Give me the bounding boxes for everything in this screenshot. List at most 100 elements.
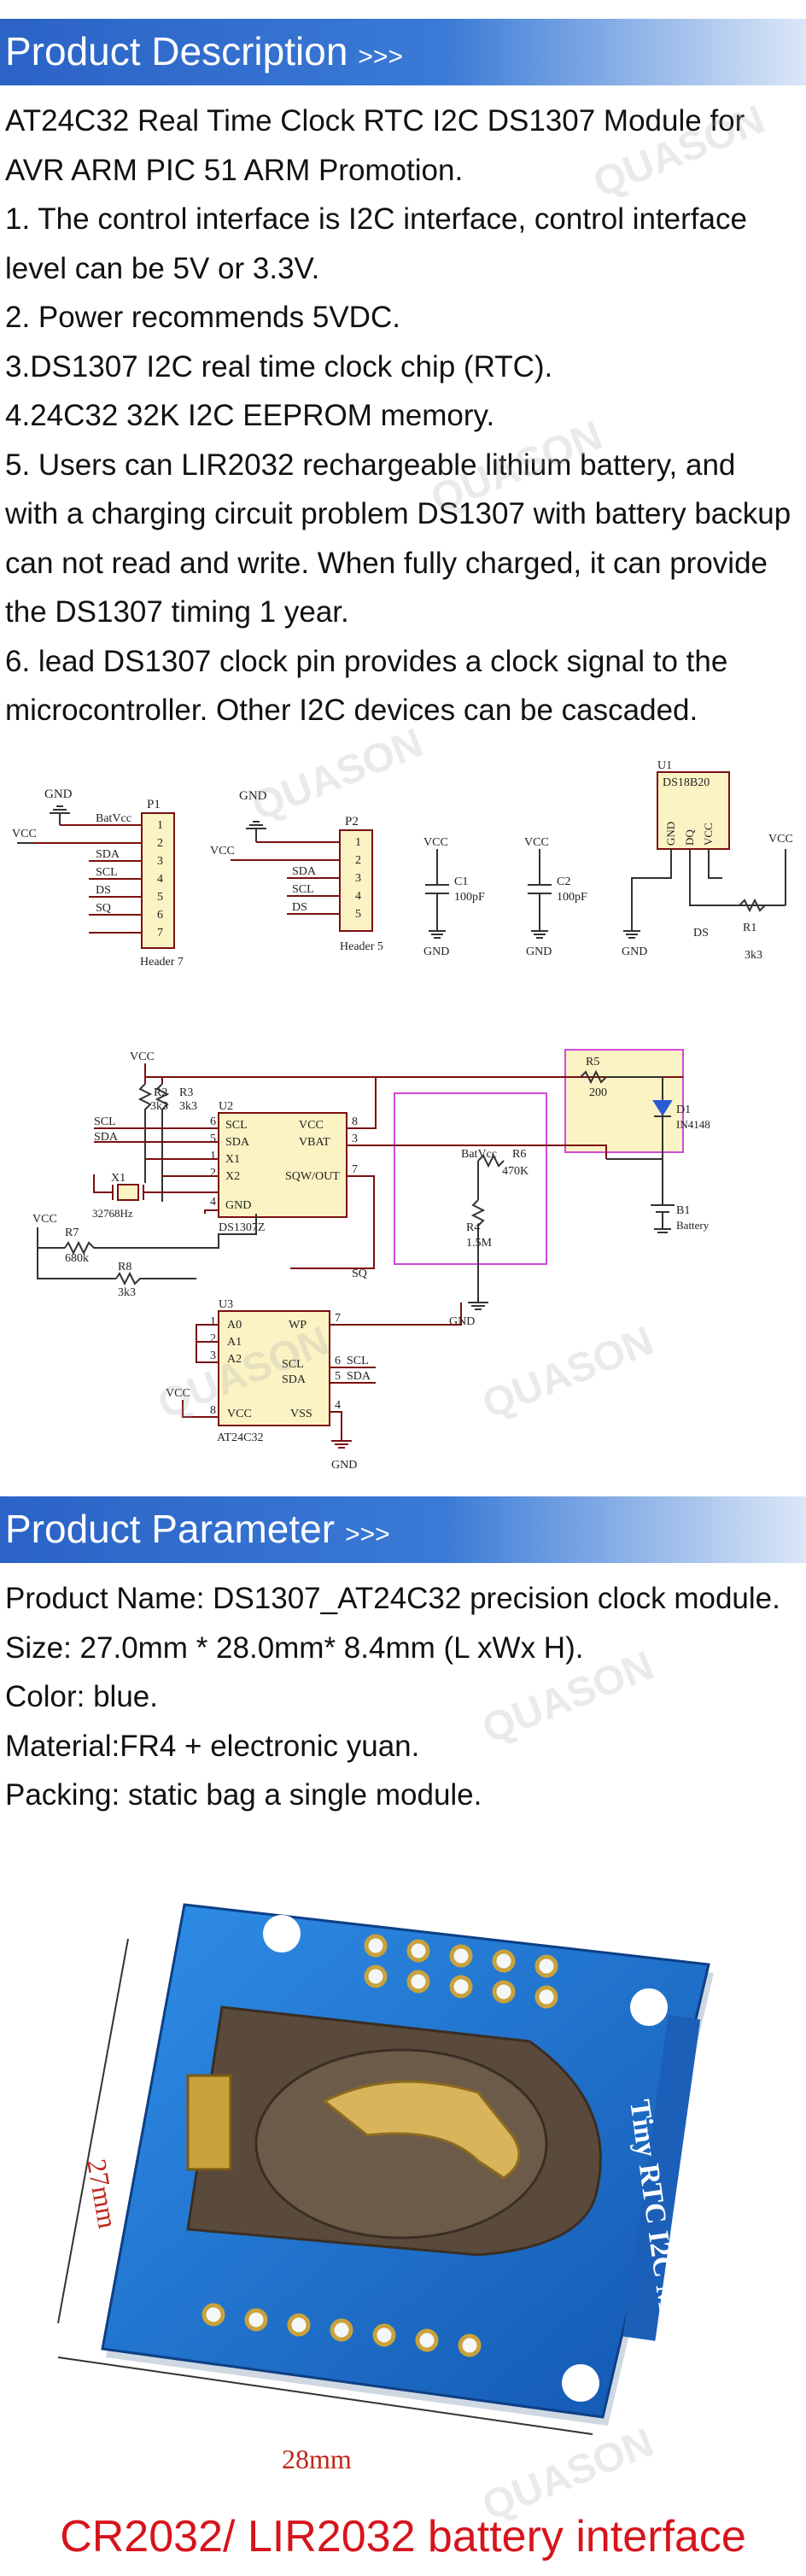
svg-text:SQW/OUT: SQW/OUT (285, 1170, 340, 1183)
parameter-line: Material:FR4 + electronic yuan. (5, 1729, 420, 1763)
header-p1: P1 1 2 3 4 5 6 7 GND VCC BatVcc SDA SCL … (12, 787, 184, 969)
svg-text:3k3: 3k3 (179, 1100, 197, 1113)
svg-text:VCC: VCC (166, 1387, 190, 1400)
svg-text:4: 4 (355, 890, 361, 903)
svg-text:VCC: VCC (130, 1051, 155, 1063)
contact-tab (186, 2074, 232, 2171)
svg-text:R7: R7 (65, 1227, 79, 1239)
svg-text:R2: R2 (154, 1086, 167, 1099)
svg-text:4: 4 (210, 1196, 216, 1209)
svg-text:VCC: VCC (32, 1213, 57, 1226)
parameter-text: Product Name: DS1307_AT24C32 precision c… (5, 1574, 796, 1820)
svg-text:100pF: 100pF (454, 891, 485, 904)
parameter-line: Packing: static bag a single module. (5, 1778, 482, 1812)
svg-text:VCC: VCC (299, 1119, 324, 1132)
svg-text:GND: GND (622, 946, 647, 958)
description-line: 2. Power recommends 5VDC. (5, 301, 400, 334)
svg-text:SCL: SCL (225, 1119, 248, 1132)
description-heading: Product Description (5, 29, 348, 73)
parameter-line: Product Name: DS1307_AT24C32 precision c… (5, 1582, 780, 1615)
svg-text:SDA: SDA (292, 865, 317, 878)
svg-text:IN4148: IN4148 (676, 1118, 710, 1131)
svg-text:SQ: SQ (96, 902, 111, 915)
svg-text:X2: X2 (225, 1170, 240, 1183)
svg-text:C2: C2 (557, 875, 570, 888)
parameter-line: Size: 27.0mm * 28.0mm* 8.4mm (L xWx H). (5, 1630, 584, 1665)
svg-text:VCC: VCC (227, 1408, 252, 1420)
svg-text:5: 5 (335, 1370, 341, 1383)
svg-text:GND: GND (331, 1459, 357, 1472)
svg-text:7: 7 (157, 927, 163, 940)
svg-text:8: 8 (210, 1404, 216, 1417)
svg-text:7: 7 (335, 1312, 341, 1325)
svg-text:DS18B20: DS18B20 (663, 776, 710, 789)
svg-text:SCL: SCL (347, 1355, 369, 1367)
svg-text:3: 3 (157, 855, 163, 868)
svg-text:VCC: VCC (423, 836, 448, 849)
svg-text:BatVcc: BatVcc (96, 812, 131, 825)
svg-text:R3: R3 (179, 1086, 193, 1099)
svg-text:1.5M: 1.5M (466, 1237, 493, 1250)
svg-text:P1: P1 (147, 798, 161, 811)
svg-text:U3: U3 (219, 1298, 233, 1311)
svg-text:GND: GND (664, 822, 677, 846)
svg-text:A2: A2 (227, 1353, 242, 1366)
battery-interface-caption: CR2032/ LIR2032 battery interface (60, 2512, 746, 2561)
svg-text:Battery: Battery (676, 1219, 710, 1232)
svg-text:1: 1 (355, 836, 361, 849)
svg-text:32768Hz: 32768Hz (92, 1207, 133, 1220)
svg-text:DS: DS (96, 884, 111, 897)
svg-text:SCL: SCL (96, 866, 118, 879)
svg-text:R4: R4 (466, 1221, 480, 1234)
svg-text:Header 7: Header 7 (140, 956, 184, 969)
svg-text:SDA: SDA (347, 1370, 371, 1383)
description-line: AT24C32 Real Time Clock RTC I2C DS1307 M… (5, 104, 745, 187)
svg-text:470K: 470K (502, 1165, 529, 1178)
header-p2: P2 1 2 3 4 5 GND VCC SDA SCL DS Header 5 (210, 789, 383, 953)
svg-text:2: 2 (210, 1167, 216, 1180)
description-line: 1. The control interface is I2C interfac… (5, 202, 747, 285)
svg-text:BatVcc: BatVcc (461, 1148, 497, 1161)
parameter-banner: Product Parameter>>> (0, 1496, 806, 1563)
parameter-arrows: >>> (345, 1520, 390, 1549)
mount-hole (562, 2364, 599, 2402)
svg-text:5: 5 (355, 908, 361, 921)
svg-text:5: 5 (157, 891, 163, 904)
svg-text:SCL: SCL (292, 883, 314, 896)
svg-text:VCC: VCC (210, 845, 235, 858)
svg-text:A0: A0 (227, 1319, 242, 1332)
mount-hole (263, 1915, 301, 1952)
svg-text:1: 1 (157, 819, 163, 832)
svg-text:3: 3 (352, 1133, 358, 1145)
svg-text:6: 6 (335, 1355, 341, 1367)
description-line: 3.DS1307 I2C real time clock chip (RTC). (5, 349, 553, 383)
svg-text:DS: DS (292, 901, 307, 914)
header-holes-top (364, 1934, 558, 2009)
svg-text:VCC: VCC (524, 836, 549, 849)
svg-text:Header 5: Header 5 (340, 940, 383, 953)
svg-text:GND: GND (239, 789, 267, 803)
svg-text:R6: R6 (512, 1148, 526, 1161)
svg-text:4: 4 (335, 1399, 341, 1412)
svg-text:6: 6 (210, 1115, 216, 1128)
sensor-u1: U1 DS18B20 GND DQ VCC GND DS R1 3k3 VCC (622, 760, 793, 962)
product-photo: Tiny RTC I2C Modules 27mm 28mm (57, 1903, 714, 2474)
svg-text:6: 6 (157, 909, 163, 922)
svg-text:2: 2 (157, 837, 163, 850)
svg-text:SCL: SCL (282, 1358, 304, 1371)
schematic-rtc: VCC R2 3k3 R3 3k3 U2 SCL SDA X1 X2 GND V… (32, 1049, 710, 1472)
description-text: AT24C32 Real Time Clock RTC I2C DS1307 M… (5, 97, 796, 735)
svg-text:3: 3 (355, 872, 361, 885)
svg-text:VBAT: VBAT (299, 1136, 330, 1149)
svg-text:3: 3 (210, 1349, 216, 1362)
description-banner: Product Description>>> (0, 19, 806, 85)
svg-text:GND: GND (225, 1199, 251, 1212)
parameter-line: Color: blue. (5, 1680, 158, 1713)
dimension-width: 28mm (282, 2444, 352, 2474)
svg-text:3k3: 3k3 (118, 1286, 136, 1299)
capacitor-c1: VCC C1 100pF GND (423, 836, 485, 958)
svg-text:200: 200 (589, 1086, 607, 1099)
svg-text:7: 7 (352, 1163, 358, 1176)
svg-text:A1: A1 (227, 1336, 242, 1349)
